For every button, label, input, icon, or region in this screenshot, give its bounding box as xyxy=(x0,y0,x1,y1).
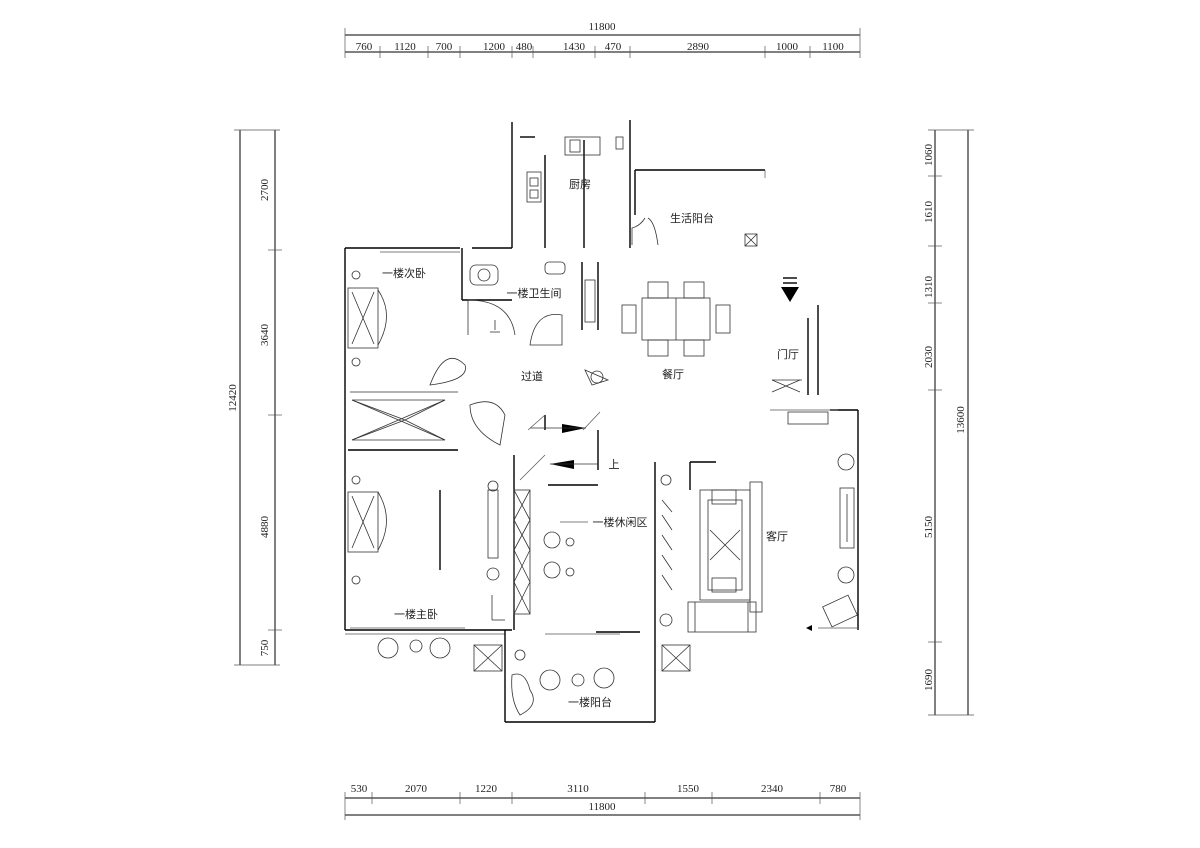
bottom-dim-segment: 530 xyxy=(351,783,368,795)
right-dim-segment: 1610 xyxy=(923,201,935,224)
room-labels: 厨房 生活阳台 一楼次卧 一楼卫生间 过道 餐厅 门厅 上 一楼休闲区 客厅 一… xyxy=(382,178,799,709)
bottom-dim-segment: 780 xyxy=(830,783,847,795)
room-label-bedroom2: 一楼次卧 xyxy=(382,266,426,280)
top-dim-segment: 480 xyxy=(516,41,533,53)
room-label-master: 一楼主卧 xyxy=(394,607,438,621)
left-dim-segment: 2700 xyxy=(259,179,271,202)
left-dim-segment: 750 xyxy=(259,639,271,656)
right-dimension-chain: 1060 1610 1310 2030 5150 1690 13600 xyxy=(923,129,974,716)
right-dim-total: 13600 xyxy=(955,406,967,434)
right-dim-segment: 5150 xyxy=(923,516,935,539)
right-dim-segment: 1690 xyxy=(923,669,935,692)
room-label-corridor: 过道 xyxy=(521,369,543,383)
right-dim-segment: 1060 xyxy=(923,144,935,167)
room-label-foyer: 门厅 xyxy=(777,347,799,361)
right-dim-segment: 1310 xyxy=(923,276,935,299)
right-dim-segment: 2030 xyxy=(923,346,935,369)
room-label-bathroom: 一楼卫生间 xyxy=(507,286,562,300)
room-label-kitchen: 厨房 xyxy=(569,178,591,191)
room-label-leisure: 一楼休闲区 xyxy=(593,515,648,529)
top-dim-segment: 760 xyxy=(356,41,373,53)
top-dim-segment: 1200 xyxy=(483,41,506,53)
furniture xyxy=(347,136,858,716)
bottom-dim-segment: 2340 xyxy=(761,783,784,795)
bottom-dim-total: 11800 xyxy=(588,801,616,813)
bottom-dim-segment: 1220 xyxy=(475,783,498,795)
top-dimension-chain: 11800 760 1120 700 1200 480 1430 470 289… xyxy=(344,21,861,58)
top-dim-segment: 470 xyxy=(605,41,622,53)
bottom-dim-segment: 3110 xyxy=(567,783,589,795)
top-dim-segment: 700 xyxy=(436,41,453,53)
bottom-dimension-chain: 530 2070 1220 3110 1550 2340 780 11800 xyxy=(344,783,861,820)
room-label-stair-up: 上 xyxy=(609,458,620,471)
walls xyxy=(344,120,859,723)
room-label-service-balcony: 生活阳台 xyxy=(670,211,714,225)
left-dimension-chain: 12420 2700 3640 4880 750 xyxy=(227,129,282,666)
top-dim-total: 11800 xyxy=(588,21,616,33)
room-label-dining: 餐厅 xyxy=(662,367,684,381)
entry-arrow-icon xyxy=(781,277,799,302)
left-dim-segment: 4880 xyxy=(259,516,271,539)
top-dim-segment: 1000 xyxy=(776,41,799,53)
left-dim-total: 12420 xyxy=(227,384,239,412)
left-dim-segment: 3640 xyxy=(259,324,271,347)
bottom-dim-segment: 2070 xyxy=(405,783,428,795)
top-dim-segment: 2890 xyxy=(687,41,710,53)
top-dim-segment: 1120 xyxy=(394,41,416,53)
top-dim-segment: 1100 xyxy=(822,41,844,53)
room-label-living: 客厅 xyxy=(766,529,788,543)
bottom-dim-segment: 1550 xyxy=(677,783,700,795)
room-label-balcony: 一楼阳台 xyxy=(568,695,612,709)
top-dim-segment: 1430 xyxy=(563,41,586,53)
